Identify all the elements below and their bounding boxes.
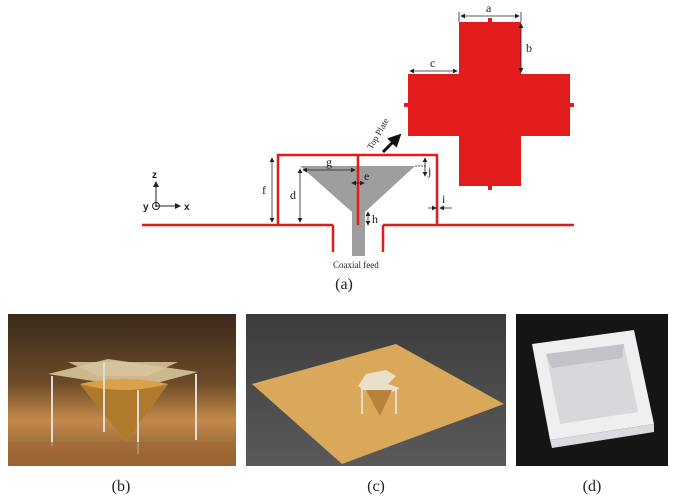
coaxial-feed-label: Coaxial feed [333, 260, 379, 270]
photo-antenna-closeup [8, 314, 236, 466]
label-j: j [427, 164, 431, 178]
dimension-i: i [428, 192, 452, 211]
axis-y-label: y [143, 202, 149, 213]
dimension-a: a [458, 1, 522, 22]
top-plate-cross [404, 18, 574, 190]
top-plate-label: Top Plate [365, 116, 391, 151]
label-c: c [430, 56, 435, 70]
caption-c: (c) [367, 478, 385, 495]
caption-a: (a) [335, 276, 353, 293]
dimension-j: j [415, 157, 431, 178]
label-b: b [526, 41, 532, 55]
label-a: a [486, 1, 492, 15]
dimension-h: h [365, 211, 378, 226]
out-of-page-icon [152, 202, 160, 210]
ground-plane [142, 223, 574, 252]
caption-b: (b) [111, 478, 131, 495]
photo-foam-support [516, 314, 668, 466]
axis-z-label: z [152, 170, 157, 181]
dimension-b: b [518, 23, 532, 73]
dimension-f: f [262, 157, 275, 223]
caption-d: (d) [582, 478, 602, 495]
coordinate-axes: z y x [143, 170, 190, 213]
axis-x-label: x [184, 202, 190, 213]
label-h: h [372, 212, 378, 226]
dimension-d: d [290, 168, 303, 223]
label-e: e [364, 169, 369, 183]
dimension-g: g [302, 155, 356, 173]
photo-antenna-ground-plane [246, 314, 506, 466]
top-plate-side-view [276, 153, 439, 225]
dimension-c: c [409, 56, 458, 74]
label-d: d [290, 188, 296, 202]
antenna-schematic: a b c Top Plate f d g e [142, 1, 574, 270]
label-g: g [326, 155, 332, 169]
label-i: i [442, 192, 446, 206]
label-f: f [262, 183, 266, 197]
top-plate-arrow-icon [381, 133, 402, 154]
dimension-e: e [351, 169, 369, 186]
